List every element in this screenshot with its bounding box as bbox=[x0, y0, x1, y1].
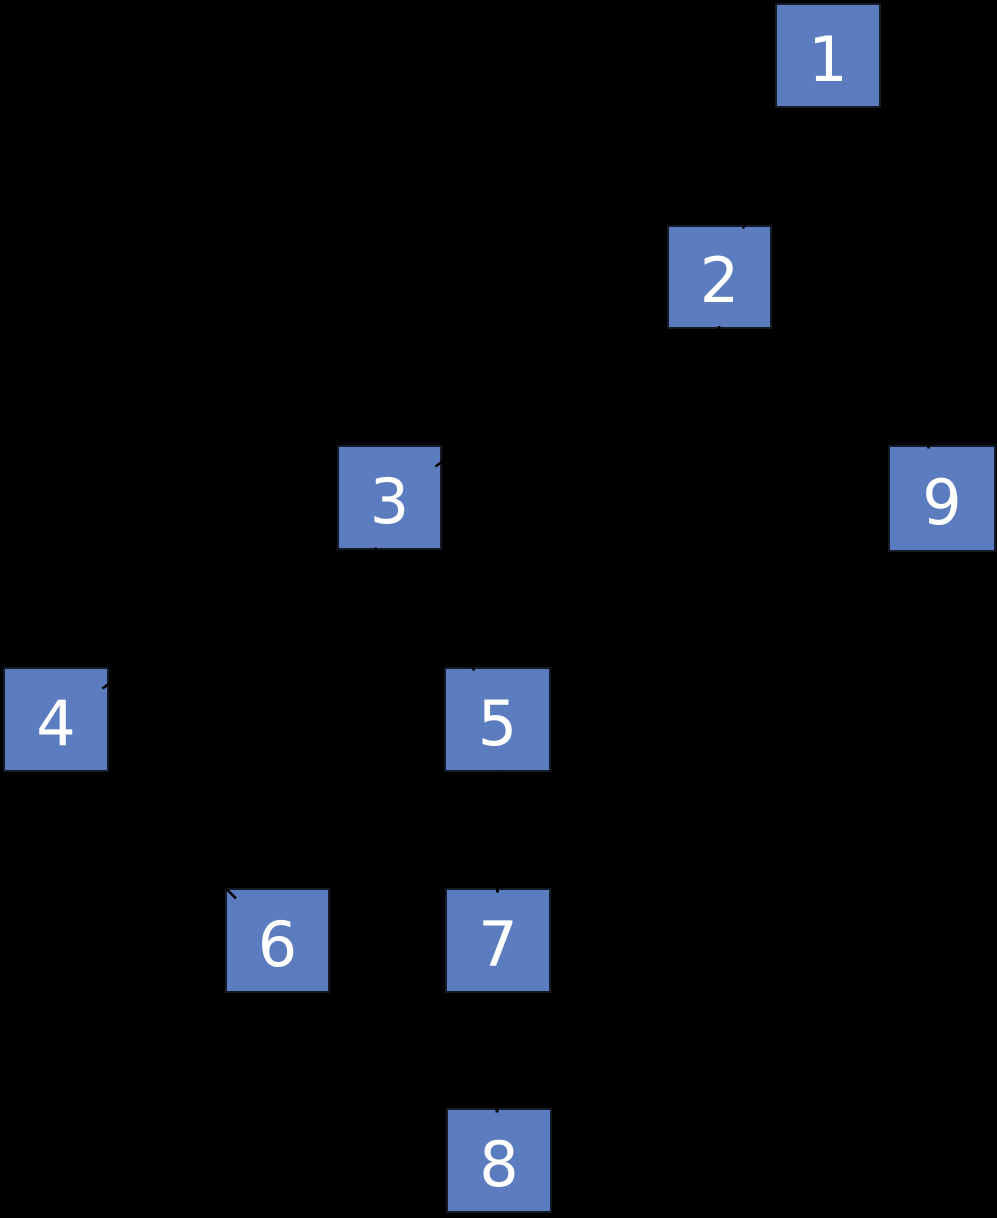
tree-node-5: 5 bbox=[444, 667, 551, 772]
node-label: 9 bbox=[922, 465, 962, 539]
stub-into-node5-top bbox=[471, 666, 476, 671]
node-label: 1 bbox=[808, 22, 848, 96]
tree-node-1: 1 bbox=[775, 3, 881, 108]
tree-node-4: 4 bbox=[3, 667, 109, 772]
node-label: 4 bbox=[36, 686, 76, 760]
node-label: 2 bbox=[699, 244, 740, 317]
stub-into-node9-top bbox=[927, 444, 931, 449]
node-label: 3 bbox=[369, 464, 410, 538]
tree-edge-1-9 bbox=[826, 55, 944, 499]
tree-node-2: 2 bbox=[667, 225, 772, 329]
tree-node-7: 7 bbox=[445, 888, 551, 993]
tree-edge-3-4 bbox=[55, 496, 391, 721]
stub-into-node6-topleft bbox=[224, 887, 237, 900]
stub-into-node4-right bbox=[101, 682, 111, 690]
tree-node-3: 3 bbox=[337, 445, 442, 550]
stub-into-node2-top bbox=[741, 224, 746, 229]
tree-node-9: 9 bbox=[888, 445, 996, 552]
node-label: 5 bbox=[477, 686, 518, 760]
stub-into-node3-right bbox=[434, 460, 444, 468]
node-label: 7 bbox=[478, 907, 518, 981]
tree-node-6: 6 bbox=[225, 888, 330, 993]
node-label: 8 bbox=[479, 1127, 519, 1201]
tree-node-8: 8 bbox=[446, 1108, 552, 1213]
tree-edge-2-3 bbox=[388, 275, 721, 499]
node-label: 6 bbox=[257, 907, 298, 981]
